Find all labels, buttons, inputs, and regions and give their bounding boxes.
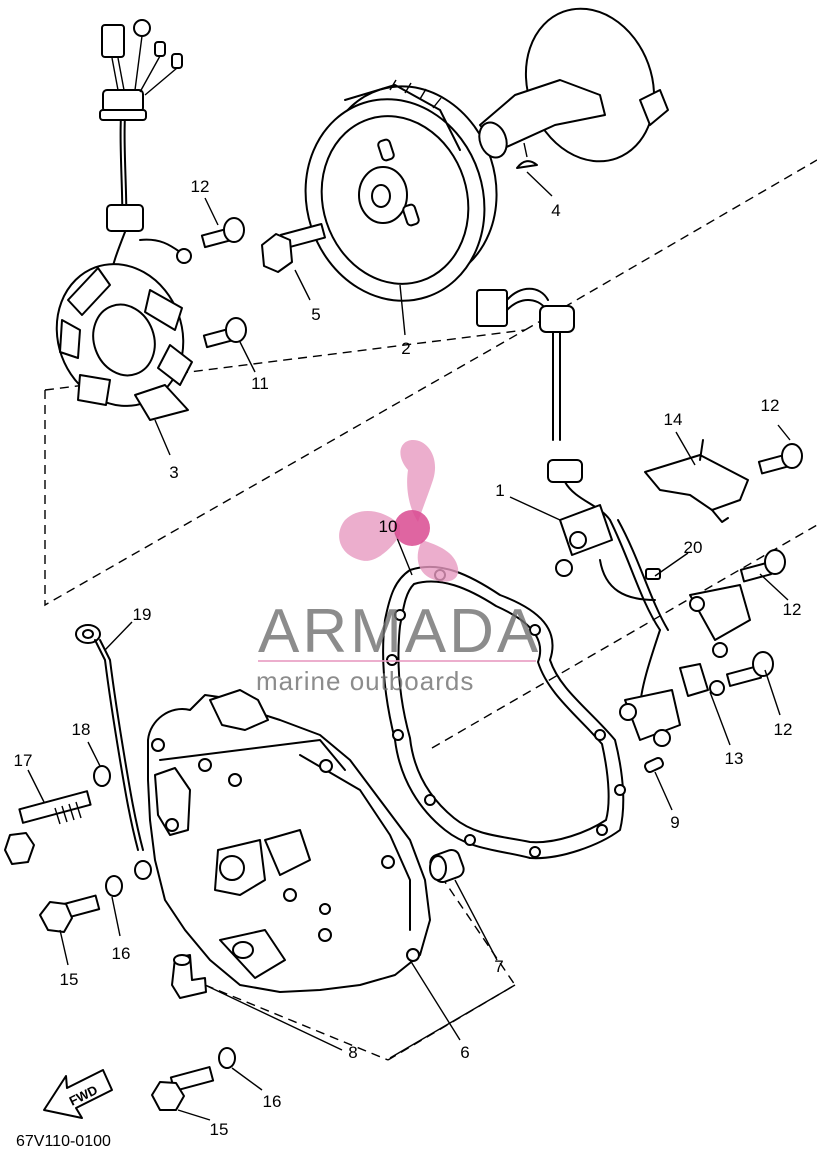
callout-3: 3 [169, 463, 178, 482]
watermark-brand: ARMADA [258, 597, 541, 666]
pickup-coil-assembly [476, 287, 751, 747]
woodruff-key [516, 160, 538, 169]
dowel-7 [429, 848, 465, 884]
armada-watermark: ARMADA marine outboards [256, 440, 541, 696]
callout-4: 4 [551, 201, 560, 220]
stator-assembly [55, 19, 193, 421]
screw-12-middle-right [739, 549, 786, 583]
propeller-blade-left [339, 510, 400, 561]
screw-12-upper-right [757, 443, 803, 475]
callout-19: 19 [133, 605, 152, 624]
dowel-pin-9 [644, 756, 664, 774]
ground-lead [75, 624, 152, 880]
washer-18 [93, 765, 111, 787]
callout-labels: 1 2 3 4 5 6 7 8 9 10 11 12 12 12 12 13 1… [14, 177, 802, 1139]
hose-fitting [171, 954, 207, 999]
callout-17: 17 [14, 751, 33, 770]
propeller-blade-top [400, 440, 436, 522]
callout-18: 18 [72, 720, 91, 739]
callout-10: 10 [379, 517, 398, 536]
callout-12-c: 12 [783, 600, 802, 619]
washer-16-upper [105, 875, 123, 897]
callout-13: 13 [725, 749, 744, 768]
connector-20 [645, 568, 661, 580]
callout-12-d: 12 [774, 720, 793, 739]
callout-2: 2 [401, 339, 410, 358]
callout-15-b: 15 [210, 1120, 229, 1139]
callout-14: 14 [664, 410, 683, 429]
screw-12-lower-right [725, 651, 774, 687]
watermark-tagline: marine outboards [256, 666, 474, 696]
flywheel-rotor [304, 79, 498, 302]
callout-6: 6 [460, 1043, 469, 1062]
screw-12-upper-left [200, 217, 245, 249]
rotor-bolt [261, 223, 326, 273]
propeller-logo [339, 440, 459, 582]
bracket-14 [644, 439, 749, 523]
callout-1: 1 [495, 481, 504, 500]
propeller-blade-right [417, 540, 459, 582]
callout-5: 5 [311, 305, 320, 324]
callout-7: 7 [494, 957, 503, 976]
bolt-15-upper [39, 894, 101, 933]
watermark-rule [258, 660, 536, 662]
diagram-code: 67V110-0100 [16, 1133, 111, 1149]
bolt-15-lower [151, 1066, 215, 1111]
callout-15-a: 15 [60, 970, 79, 989]
callout-9: 9 [670, 813, 679, 832]
fwd-arrow: FWD [43, 1069, 113, 1119]
propeller-hub [394, 510, 430, 546]
leader-lines [27, 142, 791, 1121]
bolt-17 [4, 790, 92, 865]
crankcase-cover [147, 689, 431, 993]
wire-clamp-13 [679, 663, 725, 697]
callout-8: 8 [348, 1043, 357, 1062]
callout-16-b: 16 [263, 1092, 282, 1111]
callout-12-a: 12 [191, 177, 210, 196]
crankshaft [478, 7, 669, 163]
callout-20: 20 [684, 538, 703, 557]
callout-11: 11 [251, 374, 269, 393]
callout-16-a: 16 [112, 944, 131, 963]
callout-12-b: 12 [761, 396, 780, 415]
screw-11 [202, 317, 247, 349]
washer-16-lower [218, 1047, 236, 1069]
